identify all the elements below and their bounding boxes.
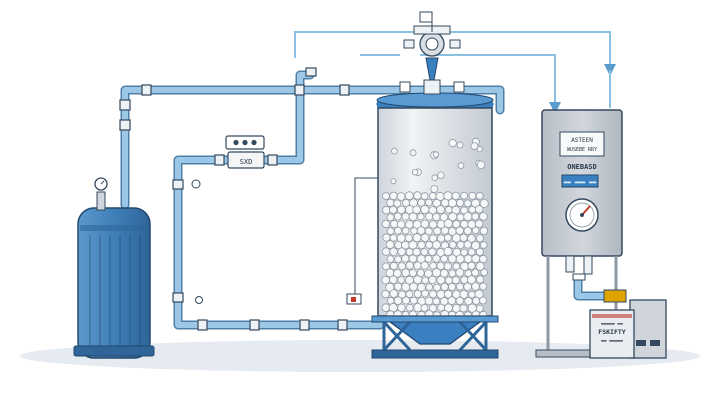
valve-icon	[399, 11, 465, 95]
pipe-gauge-left	[191, 179, 203, 304]
floor-shadow	[20, 340, 700, 372]
control-panel-icon: ASTEEN WUSEBE RRY ONEBASD ▬▬ ▬▬▬ ▬▬	[535, 109, 629, 358]
piping	[120, 70, 615, 330]
box-line2: FSKIFTY	[598, 328, 625, 336]
panel-screen-line2: WUSEBE RRY	[567, 147, 597, 153]
power-supply-box-icon: ▬▬▬▬▬ ▬▬ FSKIFTY ▬▬ ▬▬▬▬▬	[589, 289, 667, 359]
panel-screen-line1: ASTEEN	[571, 137, 593, 144]
inline-instrument-label: SXD	[240, 158, 253, 166]
signal-lines	[294, 31, 616, 114]
pressure-gauge-icon	[94, 177, 108, 191]
box-line3: ▬▬ ▬▬▬▬▬	[601, 339, 623, 344]
panel-display: ▬▬ ▬▬▬ ▬▬	[564, 179, 597, 186]
inline-instrument: SXD	[225, 135, 265, 169]
pipe-fittings	[119, 67, 350, 331]
gas-cylinder-icon	[73, 191, 155, 359]
panel-caption: ONEBASD	[567, 163, 597, 171]
bead-bed	[381, 137, 489, 320]
filter-vessel-icon	[346, 92, 499, 359]
box-line1: ▬▬▬▬▬ ▬▬	[601, 322, 623, 327]
